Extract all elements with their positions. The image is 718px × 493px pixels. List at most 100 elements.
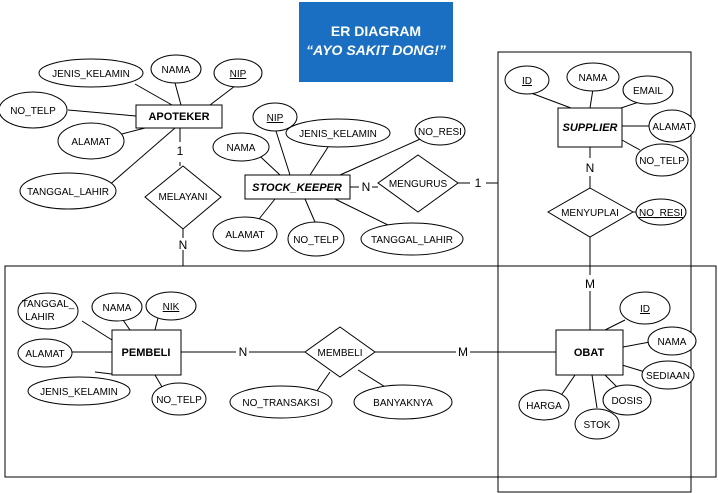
attr-stock-keeper-tanggal-lahir-oval (360, 222, 464, 256)
attr-obat-nama: NAMA (658, 337, 687, 348)
attr-obat-stok: STOK (583, 420, 610, 431)
attr-stock-keeper-tanggal-lahir: TANGGAL_LAHIR (371, 235, 453, 246)
attr-supplier-alamat-oval (648, 109, 696, 143)
attributes-obat (518, 291, 697, 440)
attr-obat-id: ID (640, 304, 650, 315)
cardinality-menyuplai-obat: M (585, 277, 595, 291)
attr-supplier-alamat: ALAMAT (652, 122, 691, 133)
entity-obat-box (555, 329, 624, 376)
entity-supplier: SUPPLIER (557, 107, 623, 148)
attr-pembeli-nama: NAMA (103, 303, 132, 314)
attr-membeli-no-transaksi-oval (229, 385, 333, 419)
attr-apoteker-nip: NIP (230, 69, 247, 80)
attr-supplier-id-oval (504, 65, 550, 95)
relationship-membeli-diamond (304, 326, 376, 378)
attributes-membeli (229, 384, 453, 420)
cardinality-pembeli-membeli: N (239, 345, 248, 359)
attributes-pembeli-labels: TANGGAL_ LAHIR NAMA NIK ALAMAT JENIS_KEL… (22, 299, 202, 406)
attr-pembeli-tanggal-lahir-line1: TANGGAL_ (22, 299, 75, 310)
entity-apoteker-label: APOTEKER (148, 111, 209, 123)
attr-pembeli-tanggal-lahir-oval (17, 292, 79, 330)
attr-mengurus-no-resi: NO_RESI (418, 127, 462, 138)
attributes-supplier (504, 62, 696, 226)
attr-obat-harga: HARGA (526, 401, 562, 412)
entity-apoteker-box (135, 104, 223, 129)
attr-pembeli-jenis-kelamin-oval (27, 376, 131, 406)
relationship-mengurus-label: MENGURUS (389, 179, 448, 190)
attr-obat-dosis-oval (602, 384, 652, 416)
cardinality-apoteker-melayani: 1 (177, 144, 184, 158)
relationship-mengurus-diamond (377, 154, 459, 213)
relationship-melayani-label: MELAYANI (158, 192, 207, 203)
relationship-menyuplai-label: MENYUPLAI (561, 208, 619, 219)
attr-stock-keeper-no-telp-oval (287, 221, 345, 257)
attr-apoteker-nip-oval (213, 58, 263, 88)
attr-pembeli-no-telp-oval (151, 382, 207, 416)
attributes-pembeli (17, 291, 207, 416)
right-region-frame (497, 51, 692, 493)
entity-stock-keeper-box (244, 174, 351, 200)
attr-pembeli-jenis-kelamin: JENIS_KELAMIN (40, 387, 118, 398)
attr-apoteker-jenis-kelamin: JENIS_KELAMIN (52, 69, 130, 80)
attr-menyuplai-no-resi-oval (635, 198, 687, 226)
cardinality-melayani-pembeli: N (179, 238, 188, 252)
attributes-stock-keeper-labels: NIP JENIS_KELAMIN NAMA NO_RESI ALAMAT NO… (225, 113, 462, 246)
attr-pembeli-alamat-oval (17, 338, 73, 368)
relationship-membeli: MEMBELI (304, 326, 376, 378)
attr-stock-keeper-nama-oval (212, 132, 270, 162)
attr-pembeli-no-telp: NO_TELP (156, 395, 202, 406)
bottom-region-frame (4, 265, 717, 478)
diagram-title-line1: ER DIAGRAM (330, 23, 422, 39)
attr-apoteker-tanggal-lahir-oval (19, 172, 117, 210)
relationship-melayani-diamond (144, 165, 222, 230)
attr-apoteker-no-telp: NO_TELP (10, 106, 56, 117)
attributes-obat-labels: ID NAMA SEDIAAN HARGA DOSIS STOK (526, 304, 690, 431)
entity-stock-keeper: STOCK_KEEPER (244, 174, 351, 200)
entity-obat-label: OBAT (574, 347, 605, 359)
attr-apoteker-tanggal-lahir: TANGGAL_LAHIR (27, 187, 109, 198)
attributes-apoteker (0, 54, 263, 210)
attr-pembeli-nama-oval (91, 292, 143, 322)
attr-supplier-nama-oval (566, 62, 620, 92)
entity-pembeli: PEMBELI (111, 329, 182, 376)
attributes-membeli-labels: NO_TRANSAKSI BANYAKNYA (242, 398, 433, 409)
attr-stock-keeper-alamat-oval (212, 216, 278, 252)
relationship-menyuplai: MENYUPLAI (547, 187, 635, 238)
attr-stock-keeper-no-resi-oval (414, 116, 466, 146)
attr-obat-nama-oval (647, 326, 697, 356)
diagram-title-box: ER DIAGRAM “AYO SAKIT DONG!” (299, 2, 453, 82)
relationship-membeli-label: MEMBELI (317, 348, 362, 359)
attributes-supplier-labels: ID NAMA EMAIL ALAMAT NO_TELP NO_RESI (522, 73, 692, 219)
attr-obat-sediaan-oval (641, 360, 695, 390)
attr-supplier-email: EMAIL (633, 86, 663, 97)
attr-stock-keeper-nip-oval (252, 102, 298, 132)
entity-pembeli-box (111, 329, 182, 376)
attr-membeli-no-transaksi: NO_TRANSAKSI (242, 398, 319, 409)
attr-pembeli-alamat: ALAMAT (25, 349, 64, 360)
attr-membeli-banyaknya-oval (353, 384, 453, 420)
attr-apoteker-alamat-oval (57, 122, 125, 160)
relationship-menyuplai-diamond (547, 187, 635, 238)
attributes-stock-keeper (212, 102, 466, 257)
attr-obat-id-oval (619, 291, 671, 325)
cardinality-membeli-obat: M (458, 345, 468, 359)
attr-pembeli-nik: NIK (163, 302, 180, 313)
attr-obat-stok-oval (574, 408, 620, 440)
entity-pembeli-label: PEMBELI (122, 347, 171, 359)
cardinality-mengurus-supplier: 1 (475, 176, 482, 190)
attr-obat-dosis: DOSIS (611, 396, 642, 407)
attributes-apoteker-labels: JENIS_KELAMIN NAMA NIP NO_TELP ALAMAT TA… (10, 65, 246, 198)
attr-pembeli-nik-oval (145, 291, 197, 321)
attr-apoteker-jenis-kelamin-oval (38, 58, 144, 88)
attr-supplier-nama: NAMA (579, 73, 608, 84)
attr-stock-keeper-nip: NIP (267, 113, 284, 124)
attr-stock-keeper-alamat: ALAMAT (225, 230, 264, 241)
relationship-mengurus: MENGURUS (377, 154, 459, 213)
attr-pembeli-tanggal-lahir-line2: LAHIR (25, 312, 54, 323)
connector-lines (4, 51, 717, 493)
entity-stock-keeper-label: STOCK_KEEPER (252, 182, 342, 194)
cardinality-labels: 1 N N 1 N M N M (177, 144, 595, 359)
entity-obat: OBAT (555, 329, 624, 376)
